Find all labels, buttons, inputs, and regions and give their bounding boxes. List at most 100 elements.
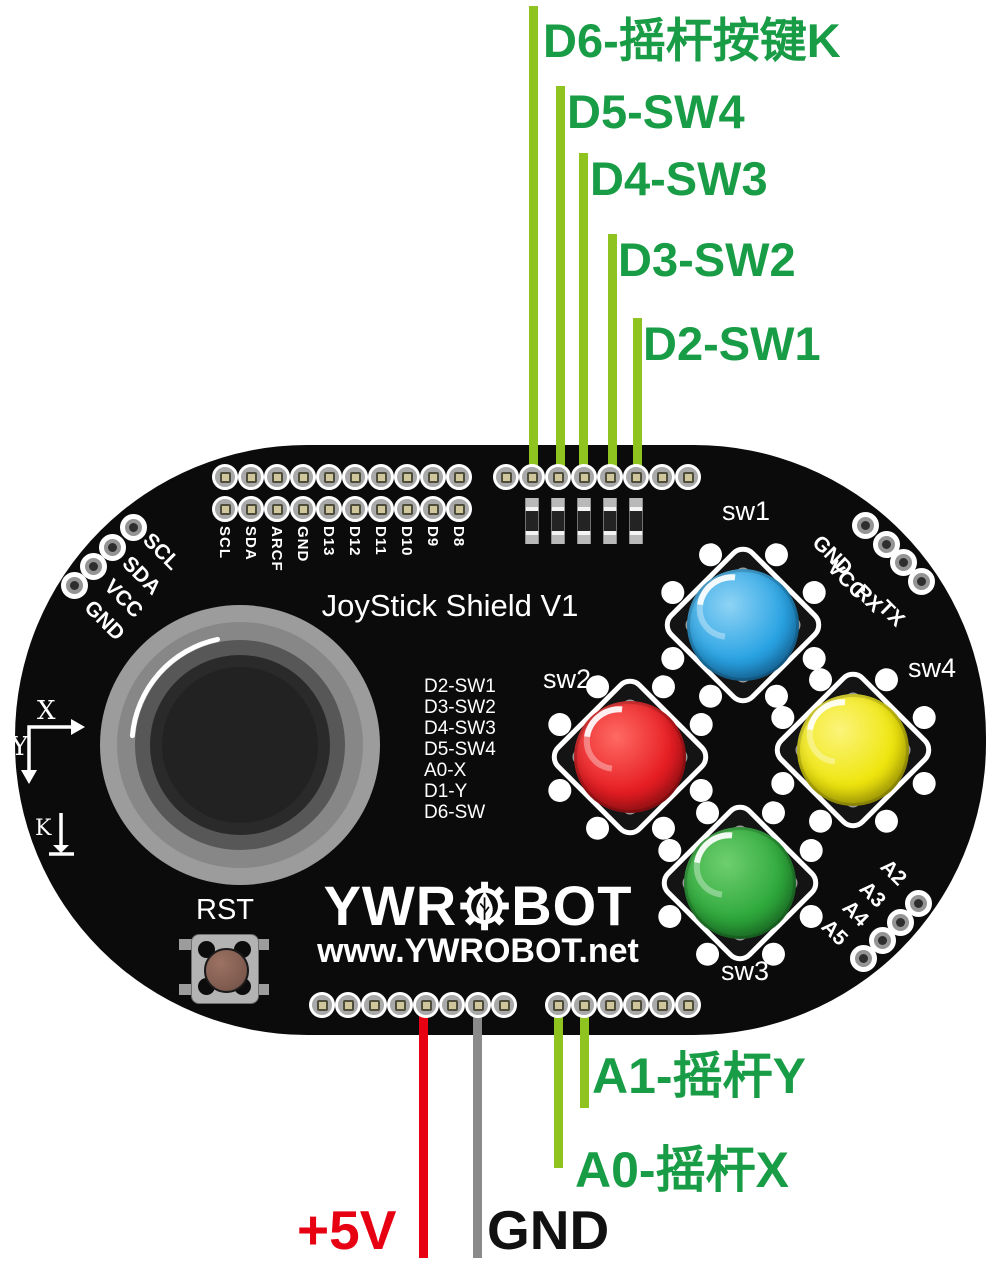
pin-label-5v: +5V [297,1199,397,1261]
header-bottom-right [545,992,701,1018]
wire-d3 [608,234,617,472]
header-bottom-left [309,992,517,1018]
wire-a1 [580,1014,589,1108]
header-pin [342,496,368,522]
header-pin [387,992,413,1018]
header-pin [316,496,342,522]
pin-map-legend: D2-SW1 D3-SW2 D4-SW3 D5-SW4 A0-X D1-Y D6… [424,676,496,823]
axis-arrows: X Y K [10,696,85,856]
silk-label-gnd: GND [294,526,311,563]
button-sw1-label: sw1 [722,496,771,526]
header-pin [368,496,394,522]
header-pin [394,496,420,522]
logo-text-left: YWR [323,874,458,937]
button-sw2: sw2 [543,664,717,844]
brand-website: www.YWROBOT.net [317,932,639,970]
pin-label-a0: A0-摇杆X [575,1142,789,1198]
pin-map-line: D3-SW2 [424,697,496,718]
board-title: JoyStick Shield V1 [321,588,579,623]
axis-y-label: Y [10,732,29,762]
hole-scl [119,513,147,541]
hole-gnd-left [60,571,88,599]
pin-map-line: D2-SW1 [424,676,496,697]
logo-text-right: BOT [511,874,633,937]
smd-resistor [551,498,565,544]
pin-map-line: D6-SW [424,802,486,823]
header-pin [439,992,465,1018]
header-pin [519,464,545,490]
header-pin [264,464,290,490]
wire-d5 [556,86,565,472]
pin-map-line: A0-X [424,760,467,781]
smd-resistor [603,498,617,544]
header-pin [420,464,446,490]
y-arrowhead [21,770,37,784]
reset-button [179,934,269,1004]
header-pin [413,992,439,1018]
wire-d2 [633,318,642,472]
header-pin [361,992,387,1018]
wire-5v [419,1014,428,1258]
header-pin [212,496,238,522]
header-pin [623,992,649,1018]
smd-resistors [525,498,643,544]
pin-label-gnd: GND [487,1199,610,1261]
joystick-highlight-arc [129,636,220,739]
wire-d4 [579,153,588,472]
header-pin [316,464,342,490]
pin-map-line: D4-SW3 [424,718,496,739]
header-pin [491,992,517,1018]
header-pin [238,464,264,490]
silk-label-sda: SDA [242,526,259,561]
silk-label-d8: D8 [450,526,467,548]
pin-label-d3: D3-SW2 [618,233,796,286]
header-digital-top-left [212,464,472,522]
header-pin [649,992,675,1018]
header-pin [675,992,701,1018]
pin-label-d5: D5-SW4 [567,85,745,138]
header-pin [290,464,316,490]
header-pin [368,464,394,490]
silk-label-d11: D11 [372,526,389,556]
smd-resistor [629,498,643,544]
header-pin [290,496,316,522]
header-pin [394,464,420,490]
button-sw4-label: sw4 [908,653,957,683]
header-pin [309,992,335,1018]
header-pin [446,496,472,522]
silk-label-d10: D10 [398,526,415,557]
silk-label-d13: D13 [320,526,337,557]
pin-map-line: D1-Y [424,781,468,802]
header-pin [264,496,290,522]
pin-label-a1: A1-摇杆Y [592,1048,806,1104]
button-sw3-label: sw3 [721,956,770,986]
button-sw4: sw4 [767,653,956,837]
button-sw3: sw3 [654,797,827,986]
header-pin [545,464,571,490]
joystick [100,605,380,885]
header-pin [623,464,649,490]
pin-label-d2: D2-SW1 [643,317,821,370]
smd-resistor [577,498,591,544]
header-pin [649,464,675,490]
header-pin [493,464,519,490]
header-digital-top-right [493,464,701,490]
header-pin [212,464,238,490]
header-pin [675,464,701,490]
silk-label-d12: D12 [346,526,363,557]
axis-k-label: K [35,816,52,841]
hole-vcc-right [872,530,900,558]
header-pin [342,464,368,490]
silk-label-aref: ARCF [268,526,285,572]
silk-label-scl: SCL [216,526,233,559]
hole-rx [889,548,917,576]
header-pin [238,496,264,522]
button-cap-green [684,827,796,939]
header-pin [465,992,491,1018]
pin-label-d4: D4-SW3 [590,152,768,205]
header-pin [545,992,571,1018]
button-sw1: sw1 [657,496,830,712]
wire-gnd [473,1014,482,1258]
hole-gnd-right [851,511,879,539]
gear-leaf-icon [459,881,509,930]
